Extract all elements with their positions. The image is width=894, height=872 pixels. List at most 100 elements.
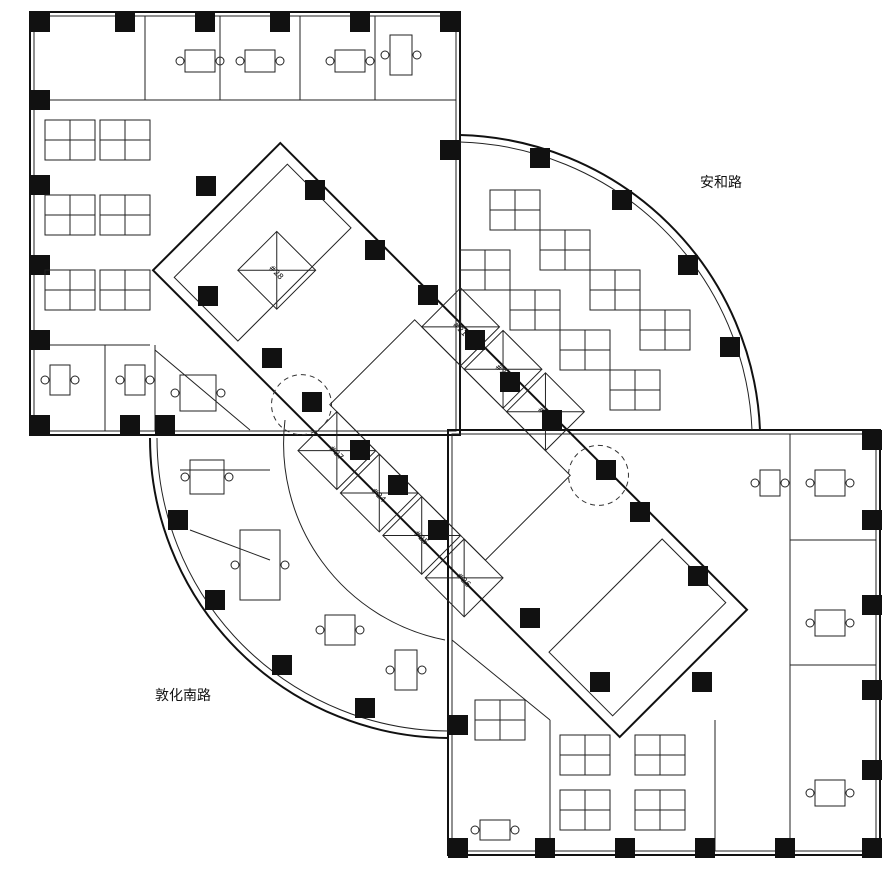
door-swing xyxy=(567,444,629,506)
structural-column xyxy=(350,12,370,32)
door-swing xyxy=(271,374,333,436)
structural-column xyxy=(862,510,882,530)
structural-column xyxy=(862,430,882,450)
workstation-cluster xyxy=(44,119,96,161)
partitions xyxy=(34,16,876,851)
structural-column xyxy=(30,90,50,110)
structural-column xyxy=(542,410,562,430)
structural-column xyxy=(262,348,282,368)
structural-column xyxy=(418,285,438,305)
workstation-cluster xyxy=(639,309,691,351)
structural-column xyxy=(196,176,216,196)
structural-column xyxy=(198,286,218,306)
structural-column xyxy=(596,460,616,480)
elevator-shaft xyxy=(424,538,504,618)
structural-column xyxy=(272,655,292,675)
southwest-curved-facade-inner xyxy=(156,437,449,732)
structural-column xyxy=(440,140,460,160)
workstation-cluster xyxy=(559,734,611,776)
structural-column xyxy=(695,838,715,858)
table-with-chairs xyxy=(40,364,80,396)
structural-column xyxy=(120,415,140,435)
structural-column xyxy=(862,680,882,700)
northeast-curved-facade xyxy=(459,134,761,431)
structural-column xyxy=(448,838,468,858)
structural-column xyxy=(465,330,485,350)
structural-column xyxy=(688,566,708,586)
table-with-chairs xyxy=(380,34,422,76)
structural-column xyxy=(365,240,385,260)
table-with-chairs xyxy=(230,529,290,601)
core-outline xyxy=(151,141,749,739)
structural-column xyxy=(115,12,135,32)
structural-column xyxy=(448,715,468,735)
workstation-cluster xyxy=(589,269,641,311)
southeast-wing-inner-wall xyxy=(451,433,877,852)
workstation-cluster xyxy=(99,194,151,236)
table-with-chairs xyxy=(470,819,520,841)
corridor-arc xyxy=(283,419,446,641)
workstation-cluster xyxy=(474,699,526,741)
workstation-cluster xyxy=(539,229,591,271)
structural-column xyxy=(205,590,225,610)
workstation-cluster xyxy=(634,734,686,776)
structural-column xyxy=(428,520,448,540)
table-with-chairs xyxy=(805,779,855,807)
table-with-chairs xyxy=(805,469,855,497)
workstation-cluster xyxy=(459,249,511,291)
structural-column xyxy=(520,608,540,628)
structural-column xyxy=(862,838,882,858)
elevator-28: #28 xyxy=(237,230,317,310)
northeast-curved-facade-inner xyxy=(459,141,753,431)
structural-column xyxy=(862,595,882,615)
workstation-cluster xyxy=(489,189,541,231)
structural-column xyxy=(168,510,188,530)
structural-column xyxy=(678,255,698,275)
workstation-cluster xyxy=(609,369,661,411)
structural-column xyxy=(30,175,50,195)
elevator-shaft xyxy=(339,453,419,533)
workstation-cluster xyxy=(559,329,611,371)
table-with-chairs xyxy=(325,49,375,73)
table-with-chairs xyxy=(750,469,790,497)
structural-column xyxy=(302,392,322,412)
elevator-shaft xyxy=(382,495,462,576)
street-label-dunhua-south-road: 敦化南路 xyxy=(155,688,211,704)
elevator-26: #26 xyxy=(424,538,504,618)
workstation-cluster xyxy=(44,194,96,236)
northwest-wing-wall xyxy=(29,11,461,436)
workstation-cluster xyxy=(559,789,611,831)
elevator-shaft xyxy=(237,230,317,310)
table-with-chairs xyxy=(385,649,427,691)
elevator-shaft xyxy=(297,411,377,491)
southeast-wing-wall xyxy=(447,429,881,856)
structural-column xyxy=(195,12,215,32)
structural-column xyxy=(615,838,635,858)
structural-column xyxy=(590,672,610,692)
structural-column xyxy=(862,760,882,780)
workstation-cluster xyxy=(44,269,96,311)
structural-column xyxy=(30,12,50,32)
workstation-cluster xyxy=(509,289,561,331)
structural-column xyxy=(30,330,50,350)
workstation-cluster xyxy=(99,119,151,161)
workstation-cluster xyxy=(634,789,686,831)
structural-column xyxy=(500,372,520,392)
structural-column xyxy=(530,148,550,168)
structural-column xyxy=(692,672,712,692)
structural-column xyxy=(612,190,632,210)
structural-column xyxy=(630,502,650,522)
structural-column xyxy=(720,337,740,357)
table-with-chairs xyxy=(115,364,155,396)
structural-column xyxy=(535,838,555,858)
elevator-shaft xyxy=(505,372,586,452)
structural-column xyxy=(270,12,290,32)
structural-column xyxy=(155,415,175,435)
street-label-anhe-road: 安和路 xyxy=(700,175,742,191)
table-with-chairs xyxy=(170,374,226,412)
workstation-cluster xyxy=(99,269,151,311)
structural-column xyxy=(355,698,375,718)
elevator-label: #28 xyxy=(267,263,285,281)
table-with-chairs xyxy=(315,614,365,646)
structural-column xyxy=(440,12,460,32)
